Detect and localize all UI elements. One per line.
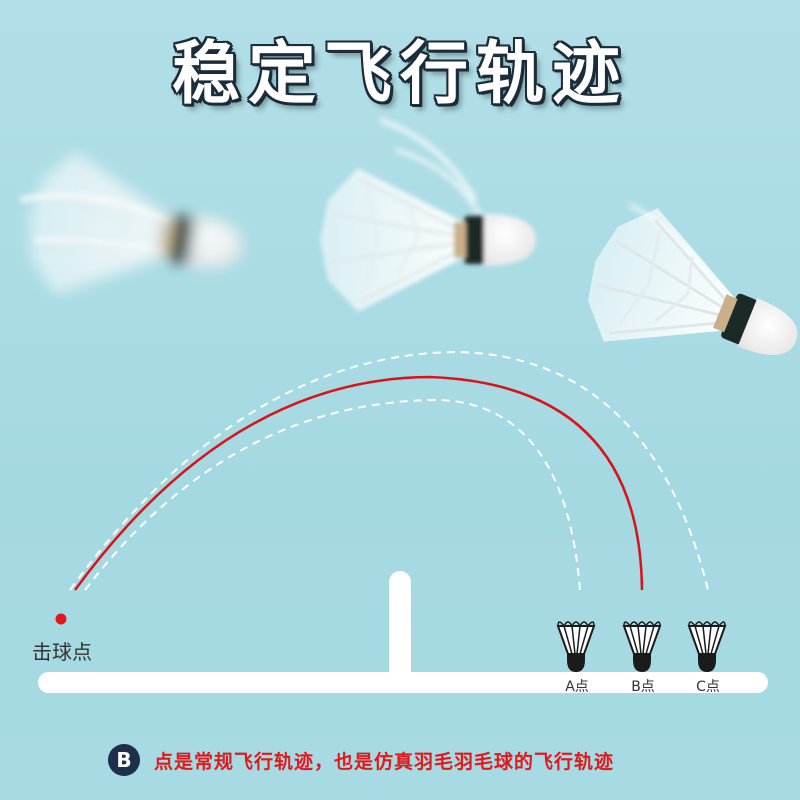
point-b-badge: B — [108, 744, 140, 776]
page-title: 稳定飞行轨迹 — [171, 35, 628, 114]
trajectory-a — [84, 398, 581, 591]
trajectory-c — [69, 350, 709, 591]
trajectory-b — [73, 375, 644, 591]
footer-text: 点是常规飞行轨迹，也是仿真羽毛羽毛球的飞行轨迹 — [154, 750, 615, 773]
shuttlecock-icon — [623, 621, 661, 673]
footer-caption: B 点是常规飞行轨迹，也是仿真羽毛羽毛球的飞行轨迹 — [108, 740, 614, 780]
shuttlecock-icon — [557, 621, 595, 673]
shuttlecock-icon — [17, 145, 254, 321]
landing-point-c-label: C点 — [696, 679, 720, 695]
shuttlecock-icon — [318, 166, 538, 314]
landing-point-b-label: B点 — [631, 679, 655, 695]
shuttlecock-icon — [567, 192, 800, 410]
shuttlecock-icon — [688, 621, 726, 673]
hit-point-label: 击球点 — [32, 640, 92, 664]
hit-point-dot — [55, 613, 67, 625]
landing-point-a-label: A点 — [565, 679, 589, 695]
net-post — [389, 571, 411, 683]
